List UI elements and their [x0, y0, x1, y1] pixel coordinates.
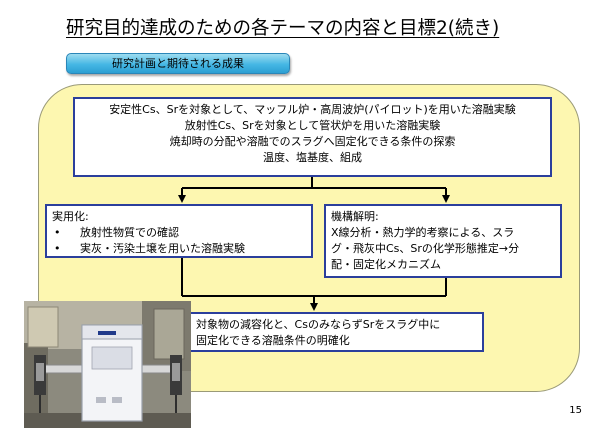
mechanism-box: 機構解明: X線分析・熱力学的考察による、スラ グ・飛灰中Cs、Srの化学形態推… [324, 204, 562, 278]
page-number: 15 [569, 405, 582, 416]
practical-heading: 実用化: [52, 210, 89, 223]
condition-line: 温度、塩基度、組成 [263, 151, 362, 164]
condition-line: 安定性Cs、Srを対象として、マッフル炉・高周波炉(パイロット)を用いた溶融実験 [109, 103, 516, 116]
list-item: 放射性物質での確認 [52, 225, 306, 241]
practical-list: 放射性物質での確認 実灰・汚染土壌を用いた溶融実験 [52, 225, 306, 257]
mechanism-line: 配・固定化メカニズム [331, 258, 441, 271]
mechanism-line: グ・飛灰中Cs、Srの化学形態推定→分 [331, 242, 520, 255]
section-label-badge: 研究計画と期待される成果 [66, 53, 290, 74]
tube-furnace-photo [24, 301, 191, 428]
practical-application-box: 実用化: 放射性物質での確認 実灰・汚染土壌を用いた溶融実験 [45, 204, 313, 258]
experiment-conditions-box: 安定性Cs、Srを対象として、マッフル炉・高周波炉(パイロット)を用いた溶融実験… [73, 97, 552, 177]
condition-line: 放射性Cs、Srを対象として管状炉を用いた溶融実験 [184, 119, 441, 132]
mechanism-heading: 機構解明: [331, 210, 379, 223]
slide-title: 研究目的達成のための各テーマの内容と目標2(続き) [66, 18, 500, 39]
condition-line: 焼却時の分配や溶融でのスラグへ固定化できる条件の探索 [169, 135, 456, 148]
goal-box: 対象物の減容化と、CsのみならずSrをスラグ中に 固定化できる溶融条件の明確化 [188, 312, 484, 352]
goal-line: 固定化できる溶融条件の明確化 [196, 334, 350, 347]
mechanism-line: X線分析・熱力学的考察による、スラ [331, 226, 515, 239]
goal-line: 対象物の減容化と、CsのみならずSrをスラグ中に [196, 318, 441, 331]
list-item: 実灰・汚染土壌を用いた溶融実験 [52, 241, 306, 257]
